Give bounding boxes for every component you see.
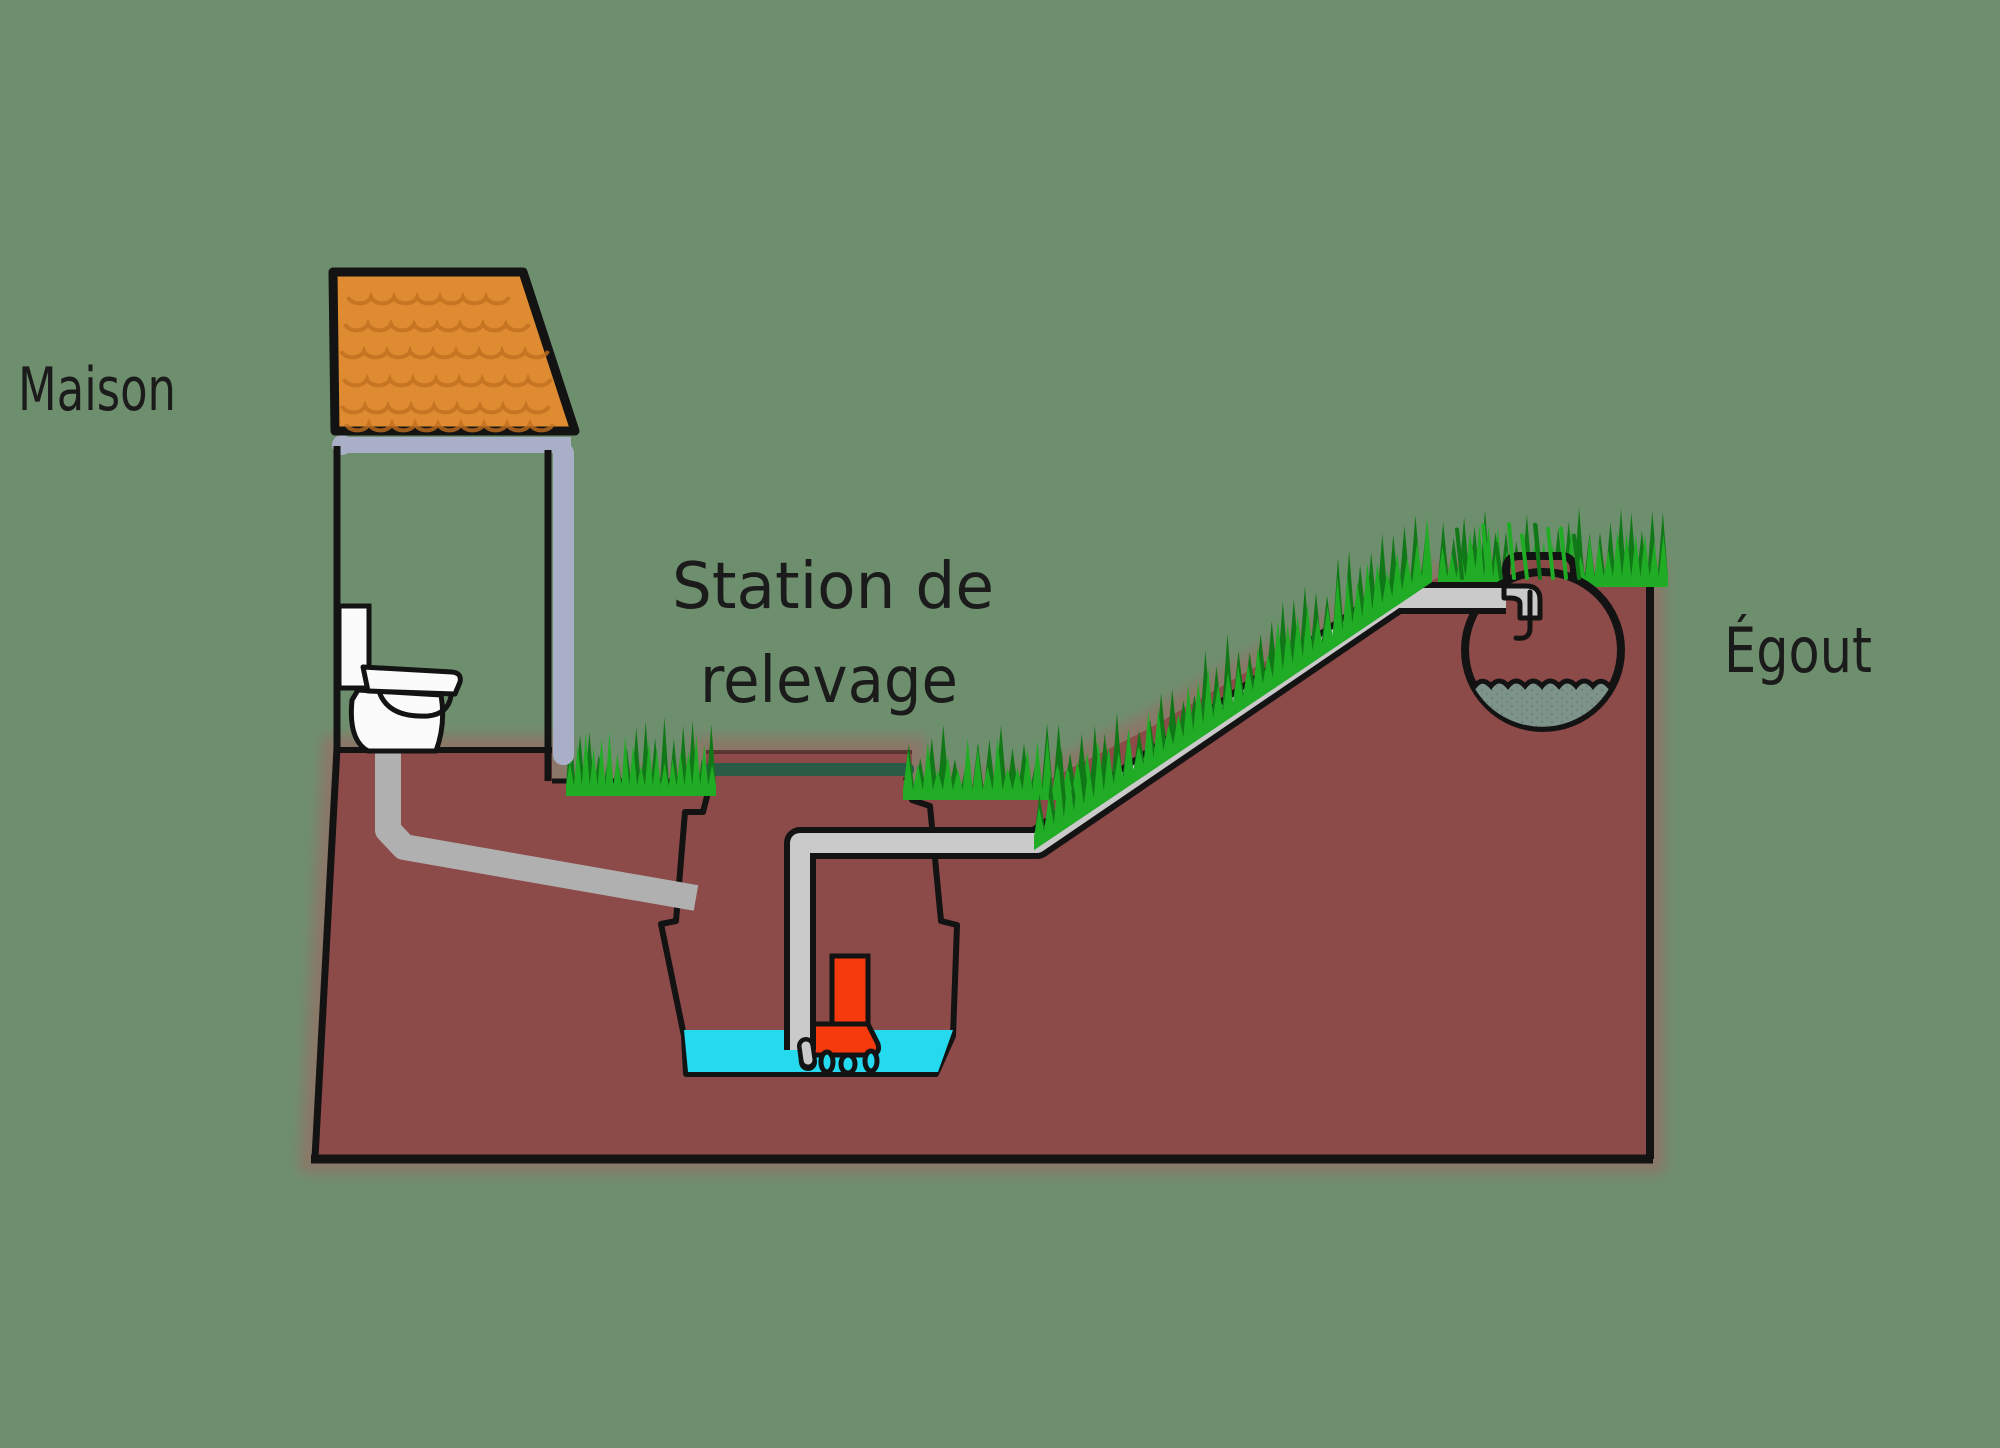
roof-tile-row [344, 418, 555, 433]
house [328, 267, 699, 911]
gutter-downpipe [553, 443, 574, 765]
grass-slope-band [1034, 515, 1581, 850]
pump-riser [829, 953, 871, 1029]
sewer-water-texture [1474, 681, 1610, 727]
label-egout: Égout [1724, 614, 1872, 687]
grass-blade [1520, 533, 1529, 580]
labels: Maison Station de relevage Égout [18, 355, 1872, 718]
toilet-seat [360, 664, 463, 697]
tank-shell [658, 776, 960, 1077]
grass-blade [1481, 523, 1490, 580]
grass-blade [1494, 541, 1503, 580]
pump-suction-nub [801, 1041, 813, 1065]
toilet [336, 603, 463, 754]
grass-blade [1507, 522, 1516, 580]
label-station-line1: Station de [672, 550, 994, 624]
grass-slope [1034, 517, 1432, 850]
grass-tuft [566, 732, 716, 796]
grass-blade [1468, 542, 1477, 580]
label-station-line2: relevage [700, 644, 958, 718]
grass-blade [1546, 527, 1555, 580]
roof-tile-row [346, 291, 511, 306]
gutter-beam [339, 437, 571, 453]
submersible-pump [800, 953, 881, 1076]
soil-cross-section [315, 576, 1650, 1158]
roof-tile-row [339, 345, 550, 360]
grass-blade [1455, 527, 1464, 580]
toilet-pedestal [348, 687, 446, 754]
roof-tile-row [340, 400, 551, 415]
pump-wheel [838, 1052, 858, 1076]
grass-blade [1572, 533, 1581, 580]
toilet-cistern [336, 603, 372, 691]
sewer-spout-drip-line [1513, 589, 1533, 641]
grass-tuft [903, 737, 1122, 800]
roof-tile-row [343, 318, 531, 333]
roof-tile-row [342, 373, 553, 388]
label-maison: Maison [18, 355, 176, 425]
toilet-bowl-line [377, 691, 454, 719]
lifting-station-tank [658, 763, 960, 1077]
tank-lid [704, 763, 914, 776]
pump-wheel [818, 1049, 836, 1075]
grass-tufts [566, 507, 1668, 800]
grass-blade [1559, 526, 1568, 580]
toilet-drain-pipe [375, 752, 699, 911]
pump-wheel [862, 1048, 880, 1074]
roof-tile-pattern [339, 291, 555, 433]
soil-border-left [311, 747, 341, 1159]
sewer-water-line [1471, 678, 1613, 690]
grass-blade [1533, 522, 1542, 580]
